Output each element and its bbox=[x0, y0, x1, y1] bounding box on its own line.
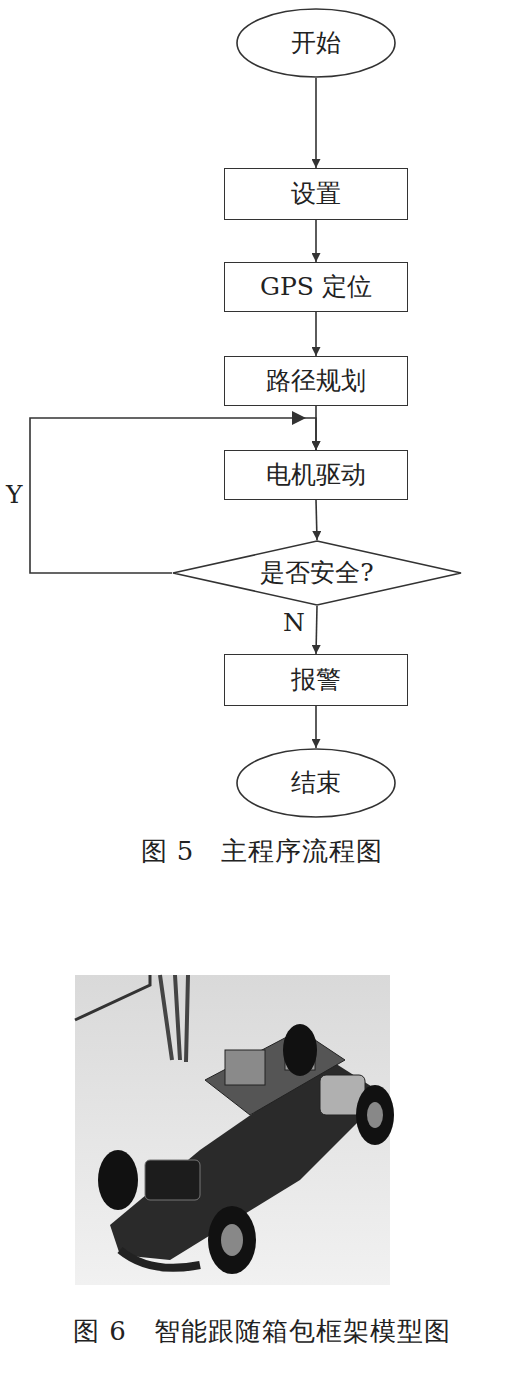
servo bbox=[145, 1160, 200, 1200]
node-text: 路径规划 bbox=[266, 367, 366, 396]
wheel bbox=[356, 1085, 394, 1145]
wheel bbox=[98, 1150, 138, 1210]
process-box: 路径规划 bbox=[224, 356, 408, 406]
flow-arrow bbox=[316, 500, 317, 540]
node-text: GPS 定位 bbox=[260, 273, 372, 302]
cable bbox=[160, 975, 188, 1062]
node-text: 结束 bbox=[291, 769, 341, 798]
node-text: 是否安全? bbox=[260, 559, 373, 588]
figure-caption: 图 6 智能跟随箱包框架模型图 bbox=[0, 1316, 524, 1347]
process-box: 电机驱动 bbox=[224, 450, 408, 500]
flow-arrow bbox=[315, 312, 317, 356]
edge-label: N bbox=[283, 608, 305, 638]
node-text: 开始 bbox=[291, 29, 341, 58]
diamond-shape bbox=[173, 541, 461, 605]
process-box: GPS 定位 bbox=[224, 262, 408, 312]
node-text: 电机驱动 bbox=[266, 461, 366, 490]
figure-caption: 图 5 主程序流程图 bbox=[0, 836, 524, 867]
process-box: 设置 bbox=[224, 168, 408, 220]
ellipse-shape bbox=[237, 9, 395, 77]
floor-line bbox=[75, 975, 150, 1020]
flow-arrow bbox=[315, 220, 317, 262]
decision-diamond: 是否安全? bbox=[172, 540, 462, 606]
flow-arrow bbox=[316, 606, 317, 654]
module bbox=[225, 1050, 265, 1085]
wheel bbox=[283, 1024, 317, 1076]
photo-background bbox=[75, 975, 390, 1285]
end-terminal: 结束 bbox=[236, 748, 396, 818]
wheel-hub bbox=[367, 1102, 383, 1128]
node-text: 报警 bbox=[291, 666, 341, 695]
car-photo bbox=[75, 975, 394, 1285]
start-terminal: 开始 bbox=[236, 8, 396, 78]
wheel-hub bbox=[221, 1224, 243, 1256]
ellipse-shape bbox=[237, 749, 395, 817]
edge-label: Y bbox=[6, 480, 23, 510]
wheel bbox=[208, 1206, 256, 1274]
flow-arrow bbox=[315, 706, 317, 748]
process-box: 报警 bbox=[224, 654, 408, 706]
node-text: 设置 bbox=[291, 180, 341, 209]
bumper bbox=[120, 1250, 200, 1268]
flow-arrow bbox=[315, 78, 317, 168]
